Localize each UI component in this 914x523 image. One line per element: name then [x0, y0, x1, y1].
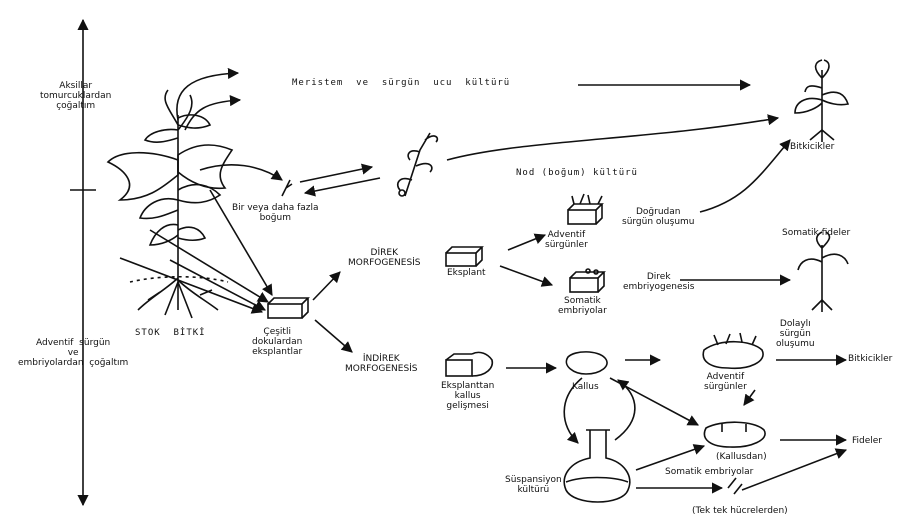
- direct-embryo-label: Direk embriyogenesis: [623, 272, 695, 292]
- somatic-embryos-label-2: Somatik embriyolar: [665, 467, 754, 477]
- flask-drawing: [563, 429, 631, 503]
- node-culture-label: Nod (boğum) kültürü: [516, 168, 638, 178]
- plantlets-bottom-label: Bitkicikler: [848, 354, 893, 364]
- axillary-label: Aksillar tomurcuklardan çoğaltım: [40, 81, 112, 111]
- shoot-drawing: [396, 132, 439, 197]
- stock-plant-label: STOK BİTKİ: [135, 328, 206, 338]
- somatic-seedlings-label: Somatik fideler: [782, 228, 851, 238]
- direct-shoot-label: Doğrudan sürgün oluşumu: [622, 207, 695, 227]
- adventive-shoots-label-1: Adventif sürgünler: [545, 230, 588, 250]
- indirect-shoot-label: Dolaylı sürgün oluşumu: [776, 319, 815, 349]
- adventive-label: Adventif sürgün ve embriyolardan çoğaltı…: [18, 338, 129, 368]
- somatic-embryo-box: [569, 268, 606, 293]
- node-label: Bir veya daha fazla boğum: [232, 203, 319, 223]
- indirect-morphogenesis-label: İNDİREK MORFOGENESİS: [345, 354, 418, 374]
- adventive-callus-drawing: [702, 332, 764, 370]
- somatic-embryos-label-1: Somatik embriyolar: [558, 296, 607, 316]
- suspension-label: Süspansiyon kültürü: [505, 475, 562, 495]
- stock-plant-drawing: [106, 89, 234, 319]
- cell-embryo-drawing: [727, 477, 743, 495]
- from-callus-label: (Kallusdan): [716, 452, 767, 462]
- adventive-shoots-box-top: [567, 193, 604, 225]
- various-tissues-label: Çeşitli dokulardan eksplantlar: [252, 327, 303, 357]
- plantlet-drawing-top: [794, 59, 850, 142]
- adventive-shoots-label-2: Adventif sürgünler: [704, 372, 747, 392]
- explant-callus-box: [445, 351, 494, 377]
- direct-morphogenesis-label: DİREK MORFOGENESİS: [348, 248, 421, 268]
- somatic-seedling-drawing: [797, 231, 849, 312]
- callus-drawing: [565, 351, 608, 375]
- callus-embryo-drawing: [703, 421, 766, 448]
- explant-box-left: [267, 297, 310, 319]
- plantlets-top-label: Bitkicikler: [790, 142, 835, 152]
- explant-box-direct: [445, 246, 484, 267]
- callus-label: Kallus: [572, 382, 599, 392]
- explant-label: Eksplant: [447, 268, 486, 278]
- seedlings-label: Fideler: [852, 436, 883, 446]
- callus-from-explant-label: Eksplanttan kallus gelişmesi: [441, 381, 495, 411]
- meristem-culture-label: Meristem ve sürgün ucu kültürü: [292, 78, 511, 88]
- single-cells-label: (Tek tek hücrelerden): [692, 506, 788, 516]
- node-fragment: [281, 179, 293, 197]
